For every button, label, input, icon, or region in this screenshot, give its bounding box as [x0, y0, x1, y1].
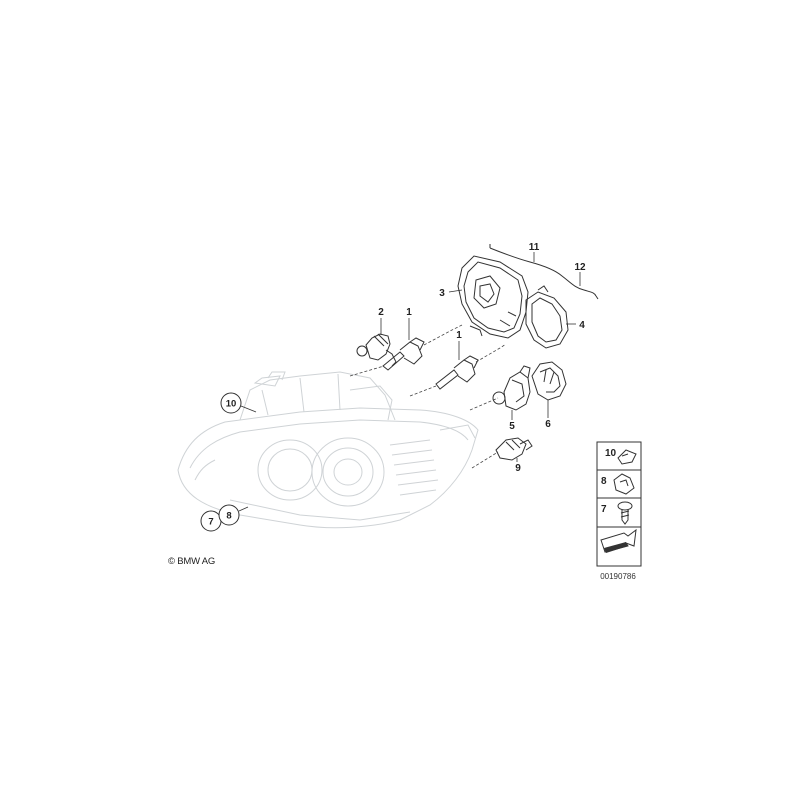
- callout-7-housing-label: 7: [208, 517, 213, 528]
- legend-item-8-label: 8: [601, 476, 607, 487]
- part-11-12-wire: 11 12: [489, 242, 599, 300]
- dash-line-5: [469, 397, 499, 411]
- copyright-notice: © BMW AG: [168, 556, 216, 567]
- dash-line-6: [471, 451, 499, 469]
- callout-1-lower-label: 1: [456, 330, 462, 341]
- direction-arrow-icon: [600, 528, 637, 553]
- callout-2-label: 2: [378, 307, 384, 318]
- callout-11-label: 11: [529, 242, 540, 253]
- callout-10-housing: 10: [220, 392, 257, 414]
- clip-nut-icon: [617, 449, 637, 465]
- dash-line-1: [349, 365, 385, 377]
- callout-9-label: 9: [515, 463, 521, 474]
- callout-8-housing-label: 8: [226, 511, 231, 522]
- part-4-gasket: 4: [525, 285, 585, 349]
- callout-1-upper-label: 1: [406, 307, 412, 318]
- headlight-housing: [177, 371, 479, 529]
- part-1-bulb-upper: 1: [382, 307, 425, 371]
- callout-12-label: 12: [574, 262, 586, 273]
- dash-line-4: [475, 343, 507, 363]
- part-3-cover: 3: [439, 255, 529, 339]
- callout-7-8-housing: 7 8: [200, 504, 249, 532]
- dash-line-3: [409, 385, 437, 397]
- callout-6-label: 6: [545, 419, 551, 430]
- part-5-bulb-socket: 5: [492, 365, 531, 432]
- legend-item-7-label: 7: [601, 504, 607, 515]
- spring-nut-icon: [613, 473, 635, 495]
- callout-5-label: 5: [509, 421, 515, 432]
- callout-4-label: 4: [579, 320, 585, 331]
- part-6-cap: 6: [531, 361, 567, 430]
- screw-icon: [617, 501, 633, 525]
- fastener-legend-box: 10 8 7: [596, 441, 642, 567]
- part-1-bulb-lower: 1: [435, 330, 479, 390]
- legend-item-10-label: 10: [605, 448, 617, 459]
- callout-10-housing-label: 10: [226, 399, 237, 410]
- part-9-bulb: 9: [495, 437, 533, 474]
- part-2-bulb: 2: [356, 307, 397, 367]
- callout-3-label: 3: [439, 288, 445, 299]
- diagram-id-number: 00190786: [600, 572, 636, 581]
- dash-line-2: [423, 324, 463, 346]
